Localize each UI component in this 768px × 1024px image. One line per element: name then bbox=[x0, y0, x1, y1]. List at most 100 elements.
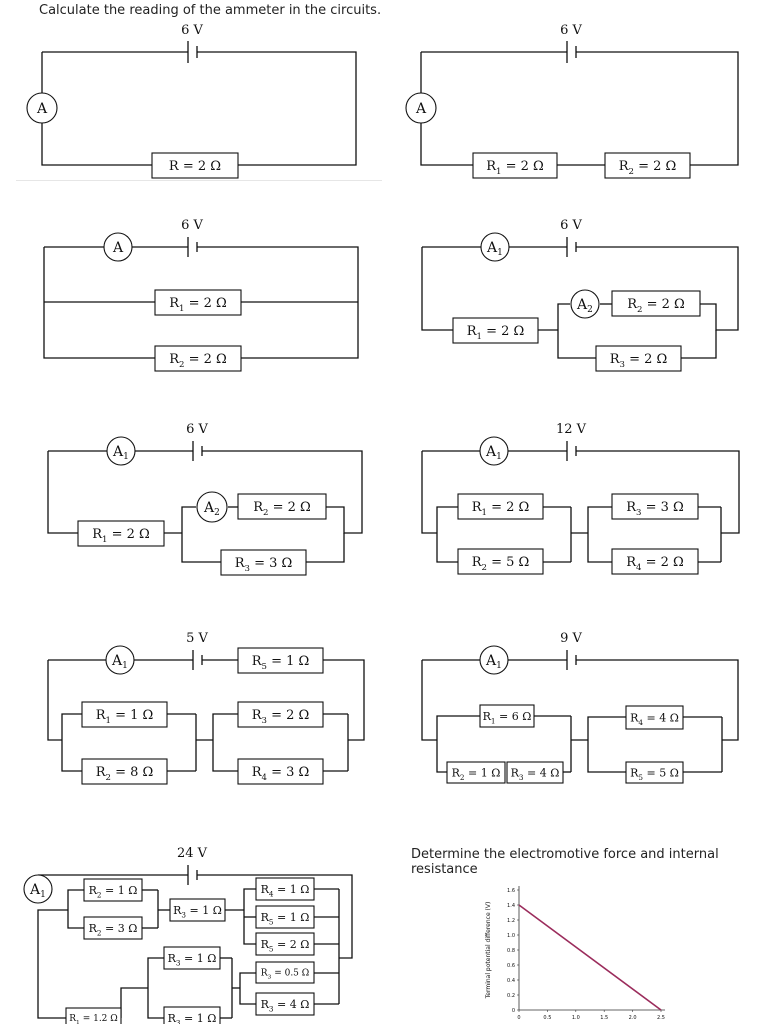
resistor-label: R1 = 2 Ω bbox=[169, 296, 227, 314]
resistor-value: = 2 Ω bbox=[625, 352, 667, 367]
resistor-value: = 8 Ω bbox=[111, 765, 153, 780]
resistor-box bbox=[472, 152, 558, 179]
resistor-subscript: 3 bbox=[176, 958, 181, 967]
ammeter-subscript: 1 bbox=[122, 661, 128, 671]
ammeter-letter: A bbox=[112, 240, 124, 256]
wire bbox=[681, 330, 717, 359]
resistor-box bbox=[446, 761, 506, 784]
chart-x-tick-label: 0 bbox=[517, 1015, 520, 1021]
resistor-box bbox=[237, 758, 324, 785]
resistor-label: R3 = 1 Ω bbox=[168, 952, 217, 967]
resistor-subscript: 2 bbox=[628, 167, 633, 177]
resistor-label: R2 = 2 Ω bbox=[627, 297, 685, 315]
resistor-symbol: R bbox=[626, 555, 637, 570]
ammeter-subscript: 2 bbox=[587, 305, 593, 315]
resistor-value: = 1 Ω bbox=[181, 952, 217, 965]
resistor-subscript: 5 bbox=[269, 944, 274, 953]
battery-voltage-label: 6 V bbox=[186, 422, 208, 437]
wire bbox=[323, 659, 365, 741]
resistor-label: R2 = 2 Ω bbox=[169, 352, 227, 370]
wire bbox=[436, 715, 480, 773]
wire bbox=[420, 52, 473, 166]
emf-instruction: Determine the electromotive force and in… bbox=[411, 847, 719, 877]
resistor-label: R4 = 1 Ω bbox=[261, 883, 310, 898]
ammeter-A2-icon bbox=[570, 289, 600, 319]
ammeter-letter: A bbox=[576, 297, 588, 313]
resistor-label: R1 = 1 Ω bbox=[96, 708, 154, 726]
resistor-symbol: R bbox=[467, 324, 478, 339]
resistor-value: = 1 Ω bbox=[274, 883, 310, 896]
resistor-box bbox=[452, 317, 539, 344]
resistor-value: = 2 Ω bbox=[641, 555, 683, 570]
ammeter-subscript: 2 bbox=[214, 508, 220, 518]
wire bbox=[576, 659, 739, 741]
chart-y-tick-label: 0 bbox=[512, 1008, 515, 1014]
ammeter-subscript: 1 bbox=[496, 661, 502, 671]
resistor-label: R5 = 1 Ω bbox=[252, 654, 310, 672]
resistor-label: R1 = 1.2 Ω bbox=[69, 1014, 117, 1024]
chart-y-tick-label: 0.8 bbox=[507, 948, 515, 954]
resistor-label: R2 = 1 Ω bbox=[89, 884, 138, 899]
ammeter-icon bbox=[26, 92, 58, 124]
resistor-box bbox=[237, 647, 324, 674]
resistor-box bbox=[220, 549, 307, 576]
resistor-subscript: 1 bbox=[481, 508, 486, 518]
resistor-box bbox=[237, 493, 327, 520]
resistor-symbol: R bbox=[169, 352, 180, 367]
resistor-box bbox=[479, 704, 535, 728]
resistor-value: = 3 Ω bbox=[267, 765, 309, 780]
resistor-label: R1 = 2 Ω bbox=[486, 159, 544, 177]
resistor-value: = 2 Ω bbox=[184, 352, 226, 367]
wire bbox=[47, 660, 62, 741]
resistor-subscript: 3 bbox=[244, 564, 249, 574]
resistor-value: = 2 Ω bbox=[634, 159, 676, 174]
resistor-value: = 1 Ω bbox=[267, 654, 309, 669]
resistor-symbol: R bbox=[261, 938, 270, 951]
wire bbox=[576, 246, 739, 331]
resistor-value: = 3 Ω bbox=[102, 922, 138, 935]
resistor-value: = 2 Ω bbox=[482, 324, 524, 339]
battery-voltage-label: 9 V bbox=[560, 631, 582, 646]
battery-voltage-label: 6 V bbox=[560, 218, 582, 233]
wire bbox=[421, 247, 453, 331]
resistor-symbol: R bbox=[168, 952, 177, 965]
resistor-symbol: R bbox=[253, 500, 264, 515]
chart-x-tick-label: 2.5 bbox=[657, 1015, 665, 1021]
resistor-subscript: 5 bbox=[261, 662, 266, 672]
battery-voltage-label: 6 V bbox=[181, 218, 203, 233]
resistor-value: = 1 Ω bbox=[465, 766, 501, 779]
resistor-subscript: 1 bbox=[105, 716, 110, 726]
ammeter-A1-icon bbox=[479, 436, 509, 466]
resistor-box bbox=[83, 878, 143, 902]
ammeter-letter: A bbox=[36, 101, 48, 117]
ammeter-letter: A bbox=[415, 101, 427, 117]
resistor-label: R2 = 8 Ω bbox=[96, 765, 154, 783]
resistor-box bbox=[604, 152, 691, 179]
resistor-label: R3 = 2 Ω bbox=[610, 352, 668, 370]
battery-voltage-label: 6 V bbox=[181, 23, 203, 38]
ammeter-A1-icon bbox=[23, 874, 53, 904]
resistor-label: R2 = 3 Ω bbox=[89, 922, 138, 937]
ammeter-icon bbox=[103, 232, 133, 262]
worksheet-instruction: Calculate the reading of the ammeter in … bbox=[39, 3, 382, 18]
resistor-subscript: 2 bbox=[481, 563, 486, 573]
resistor-symbol: R bbox=[252, 765, 263, 780]
resistor-subscript: 5 bbox=[638, 773, 643, 782]
wire bbox=[587, 506, 612, 563]
resistor-box bbox=[255, 992, 315, 1016]
resistor-label: R3 = 3 Ω bbox=[626, 500, 684, 518]
resistor-symbol: R bbox=[89, 884, 98, 897]
chart-y-tick-label: 1.0 bbox=[507, 933, 515, 939]
resistor-value: = 2 Ω bbox=[274, 938, 310, 951]
ammeter-subscript: 1 bbox=[497, 248, 503, 258]
resistor-value: = 6 Ω bbox=[496, 710, 532, 723]
resistor-box bbox=[255, 932, 315, 956]
resistor-box bbox=[255, 877, 315, 901]
resistor-subscript: 4 bbox=[261, 773, 267, 783]
resistor-symbol: R bbox=[619, 159, 630, 174]
resistor-subscript: 2 bbox=[97, 928, 102, 937]
resistor-label: R3 = 2 Ω bbox=[252, 708, 310, 726]
resistor-label: R3 = 1 Ω bbox=[173, 904, 222, 919]
chart-y-tick-label: 0.4 bbox=[507, 978, 515, 984]
